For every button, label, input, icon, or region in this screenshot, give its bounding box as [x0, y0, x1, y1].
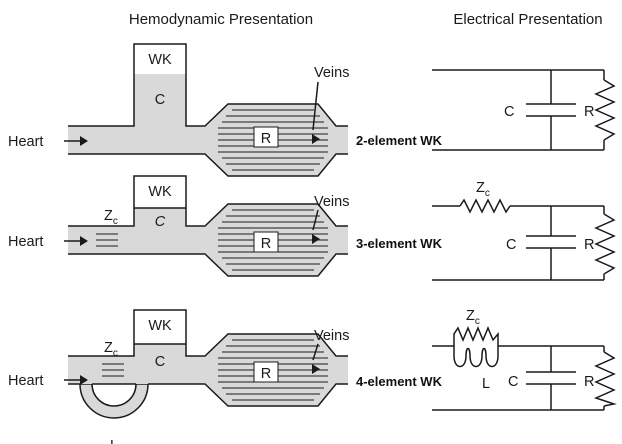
characteristic-impedance-hatch	[96, 233, 118, 247]
compliance-label: C	[155, 354, 165, 370]
heart-label: Heart	[8, 134, 43, 150]
circuit-r-label: R	[584, 104, 594, 120]
compliance-label: C	[155, 214, 166, 230]
wk-label: WK	[148, 318, 172, 334]
circuit-zc-label: Zc	[476, 180, 490, 199]
compliance-label: C	[155, 92, 165, 108]
vessel-body	[68, 74, 348, 176]
resistance-label: R	[261, 366, 271, 382]
zc-label: Zc	[104, 340, 118, 359]
circuit-3-element: Zc C R	[432, 180, 616, 281]
inertance-loop	[79, 383, 149, 419]
resistance-label: R	[261, 236, 271, 252]
inflow-arrow-icon	[80, 136, 88, 146]
row-2-element: R WK C Heart Veins 2-element WK C R	[8, 43, 616, 177]
circuit-r-label: R	[584, 237, 594, 253]
veins-label: Veins	[314, 194, 349, 210]
inertance-label: L	[110, 438, 118, 444]
model-label: 3-element WK	[356, 236, 443, 251]
circuit-zc-label: Zc	[466, 308, 480, 327]
wk-label: WK	[148, 184, 172, 200]
inflow-arrow-icon	[80, 375, 88, 385]
circuit-c-label: C	[506, 237, 516, 253]
row-4-element: R WK C Zc L Heart Veins 4-element WK	[8, 308, 617, 444]
veins-label: Veins	[314, 328, 349, 344]
circuit-r-label: R	[584, 374, 594, 390]
row-3-element: R WK C Zc Heart Veins 3-element WK	[8, 175, 616, 281]
resistance-label: R	[261, 131, 271, 147]
veins-label: Veins	[314, 65, 349, 81]
zc-label: Zc	[104, 208, 118, 227]
heart-label: Heart	[8, 234, 43, 250]
circuit-l-label: L	[482, 376, 490, 392]
resistance-hatch	[218, 339, 328, 401]
electrical-header: Electrical Presentation	[453, 11, 602, 28]
characteristic-impedance-hatch	[102, 363, 124, 377]
model-label: 4-element WK	[356, 374, 443, 389]
circuit-c-label: C	[508, 374, 518, 390]
inflow-arrow-icon	[80, 236, 88, 246]
circuit-c-label: C	[504, 104, 514, 120]
circuit-4-element: Zc L C R	[432, 308, 617, 411]
circuit-2-element: C R	[432, 69, 616, 151]
model-label: 2-element WK	[356, 133, 443, 148]
hemodynamic-header: Hemodynamic Presentation	[129, 11, 313, 28]
outflow-arrow-icon	[312, 234, 320, 244]
wk-label: WK	[148, 52, 172, 68]
outflow-arrow-icon	[312, 364, 320, 374]
outflow-arrow-icon	[312, 134, 320, 144]
heart-label: Heart	[8, 373, 43, 389]
